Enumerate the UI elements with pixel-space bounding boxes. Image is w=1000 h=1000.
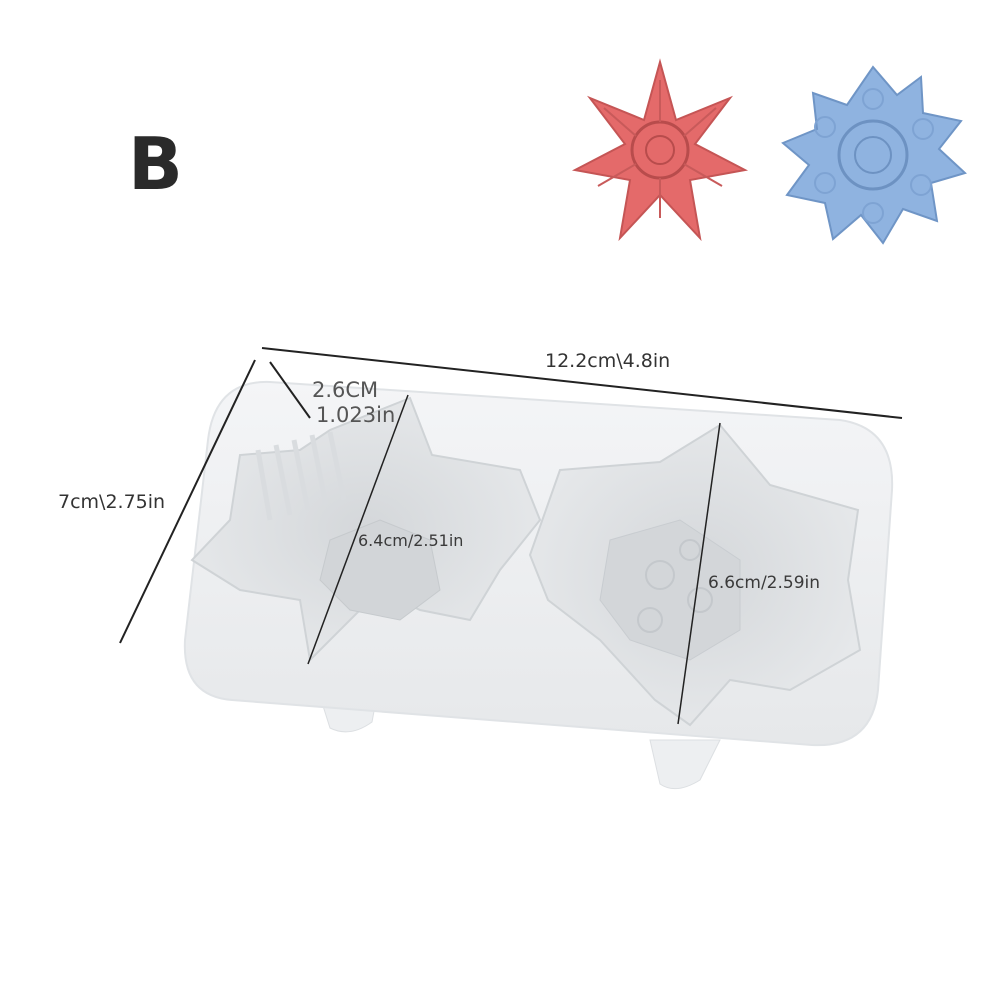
- mold-foot-right: [649, 739, 721, 790]
- cavity-left-label: 6.4cm/2.51in: [358, 531, 464, 550]
- depth-in-label: 1.023in: [316, 403, 396, 427]
- mold-cavity-right: [528, 423, 862, 727]
- depth-dimension-line: [269, 361, 311, 419]
- red-snowflake-soap: [571, 58, 749, 242]
- cavity-right-dimension-line: [677, 422, 721, 725]
- cavity-left-dimension-line: [307, 394, 409, 665]
- mold-cavity-left: [190, 396, 542, 663]
- width-label: 7cm\2.75in: [58, 491, 166, 513]
- blue-snowflake-soap: [781, 65, 967, 245]
- length-label: 12.2cm\4.8in: [545, 350, 671, 372]
- depth-cm-label: 2.6CM: [312, 378, 379, 402]
- length-dimension-line: [261, 347, 903, 419]
- dimension-lines: [119, 347, 903, 725]
- cavity-right-label: 6.6cm/2.59in: [708, 573, 821, 593]
- silicone-mold: [183, 380, 894, 790]
- width-dimension-line: [119, 359, 256, 644]
- variant-label: B: [128, 122, 183, 206]
